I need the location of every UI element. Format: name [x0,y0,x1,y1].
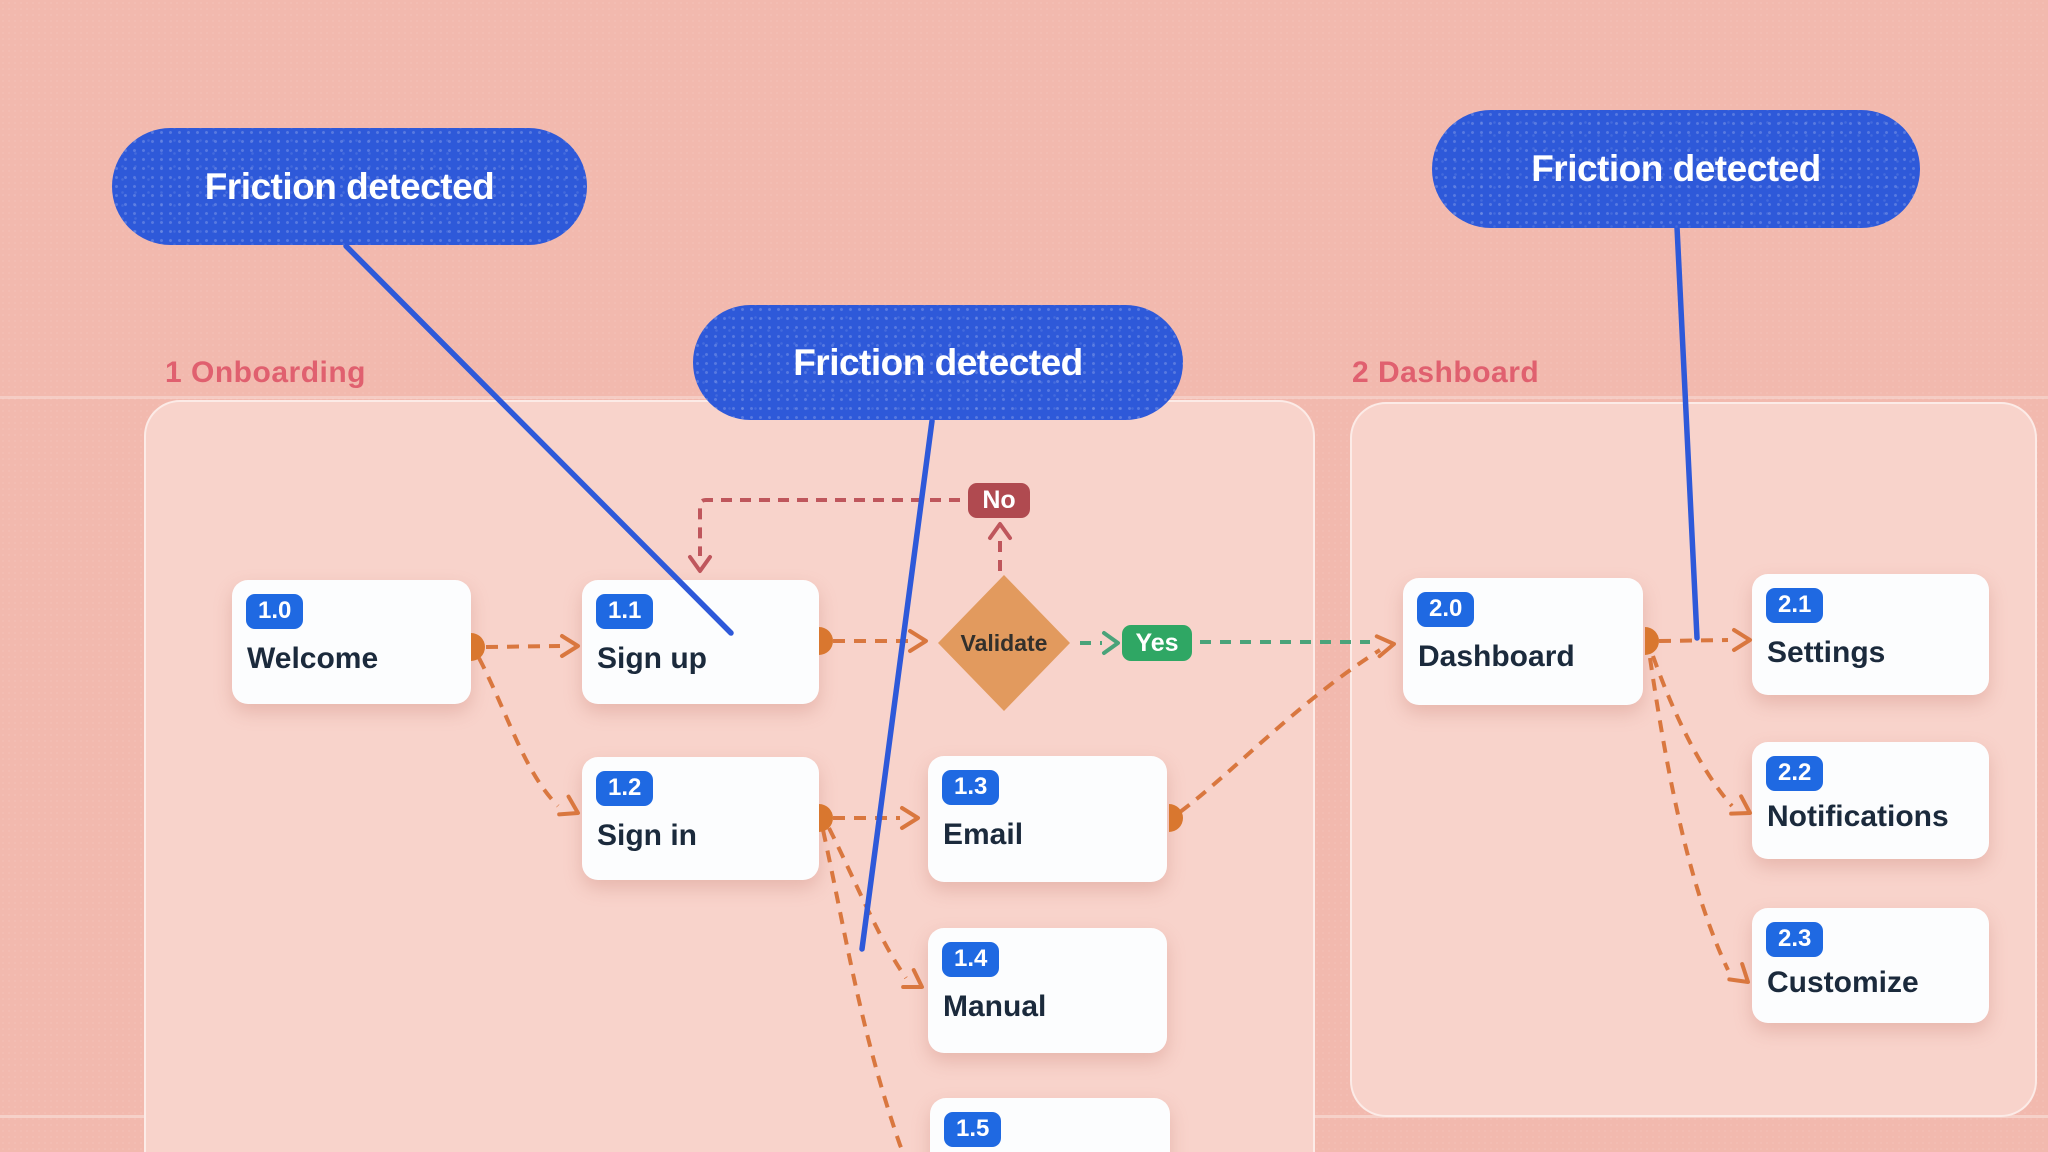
node-id-badge: 1.1 [596,594,654,629]
friction-callout-3[interactable]: Friction detected [1432,110,1920,228]
friction-callout-2[interactable]: Friction detected [693,305,1183,420]
node-title: Email [943,818,1024,851]
node-title: Welcome [247,642,379,675]
friction-callout-label: Friction detected [1531,148,1821,189]
node-id-badge: 1.4 [942,942,1000,977]
node-title: Sign up [597,642,707,675]
branch-tag-yes: Yes [1122,625,1192,661]
decision-label[interactable]: Validate [960,630,1048,656]
flow-node-sign-up[interactable]: 1.1 Sign up [582,580,819,704]
flow-node-notifications[interactable]: 2.2 Notifications [1752,742,1989,859]
node-id-badge: 1.2 [596,771,654,806]
node-title: Sign in [597,819,697,852]
flow-node-sign-in[interactable]: 1.2 Sign in [582,757,819,880]
section-label-onboarding: 1 Onboarding [165,356,366,389]
flow-node-manual[interactable]: 1.4 Manual [928,928,1167,1053]
flow-node-1-5[interactable]: 1.5 [930,1098,1170,1152]
node-title: Dashboard [1418,640,1575,673]
flow-node-customize[interactable]: 2.3 Customize [1752,908,1989,1023]
node-title: Customize [1767,966,1919,999]
node-id-badge: 2.0 [1417,592,1475,627]
friction-callout-label: Friction detected [793,341,1083,383]
branch-tag-no: No [968,483,1030,518]
node-id-badge: 1.5 [944,1112,1002,1147]
node-title: Notifications [1767,800,1949,833]
section-label-dashboard: 2 Dashboard [1352,356,1540,389]
node-id-badge: 2.2 [1766,756,1824,791]
friction-callout-1[interactable]: Friction detected [112,128,587,245]
node-id-badge: 2.3 [1766,922,1824,957]
flow-node-email[interactable]: 1.3 Email [928,756,1167,882]
node-id-badge: 1.0 [246,594,304,629]
flow-node-welcome[interactable]: 1.0 Welcome [232,580,471,704]
flow-node-dashboard[interactable]: 2.0 Dashboard [1403,578,1643,705]
friction-callout-label: Friction detected [204,165,495,207]
node-title: Manual [943,990,1047,1023]
flow-node-settings[interactable]: 2.1 Settings [1752,574,1989,695]
node-id-badge: 1.3 [942,770,1000,805]
node-title: Settings [1767,636,1886,669]
node-id-badge: 2.1 [1766,588,1824,623]
